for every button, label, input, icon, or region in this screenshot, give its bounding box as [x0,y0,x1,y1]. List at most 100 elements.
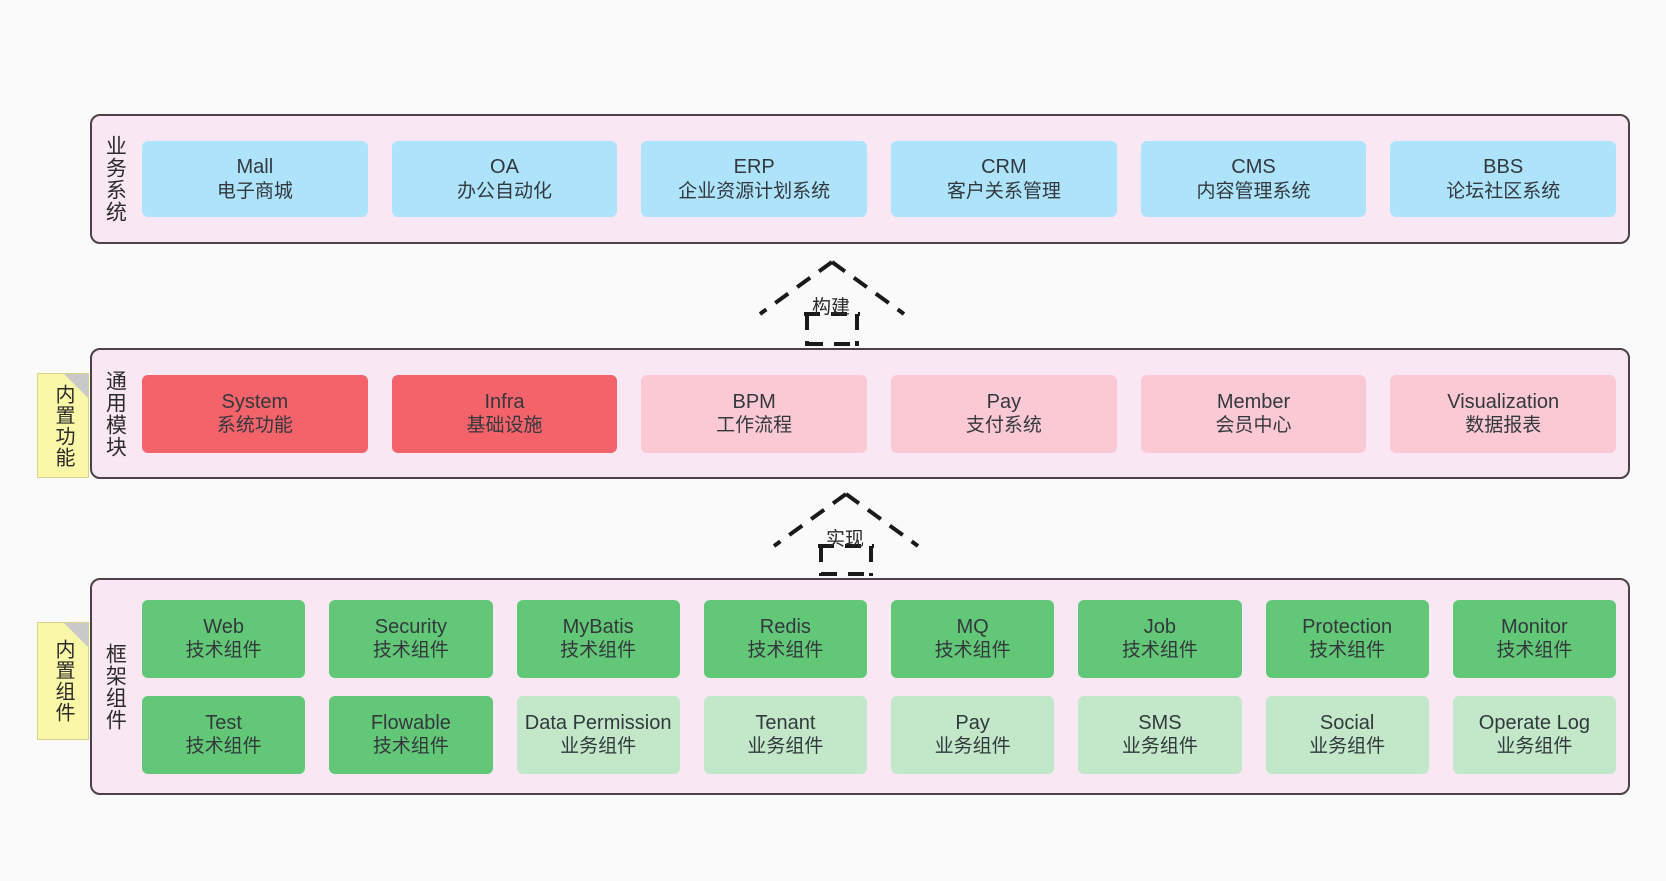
card-social[interactable]: Social 业务组件 [1265,695,1429,774]
card-test[interactable]: Test 技术组件 [142,695,306,774]
card-social-cn: 业务组件 [1309,736,1386,758]
card-pay-module[interactable]: Pay 支付系统 [891,374,1117,453]
card-data-permission-en: Data Permission [524,711,672,734]
card-operate-log[interactable]: Operate Log 业务组件 [1452,695,1616,774]
card-bpm[interactable]: BPM 工作流程 [641,374,868,453]
card-pay-component[interactable]: Pay 业务组件 [891,695,1055,774]
connector-build: 构建 [752,256,912,346]
layer-common-module-title: 通用模块 [103,369,127,458]
card-bbs-en: BBS [1483,156,1524,179]
card-visualization-en: Visualization [1447,390,1560,413]
card-mybatis[interactable]: MyBatis 技术组件 [516,599,680,678]
card-cms[interactable]: CMS 内容管理系统 [1140,141,1367,217]
card-security-en: Security [374,615,447,638]
layer-framework-component: 框架组件 Web 技术组件 Security 技术组件 MyBatis 技术组件… [90,578,1630,795]
layer-business-system: 业务系统 Mall 电子商城 OA 办公自动化 ERP 企业资源计划系统 CRM [90,114,1630,244]
note-builtin-feature-label: 内置功能 [52,383,74,468]
layer-framework-component-body: Web 技术组件 Security 技术组件 MyBatis 技术组件 Redi… [136,580,1628,793]
module-card-row: System 系统功能 Infra 基础设施 BPM 工作流程 Pay 支付系统… [142,374,1617,453]
card-job-cn: 技术组件 [1121,640,1198,662]
business-card-row: Mall 电子商城 OA 办公自动化 ERP 企业资源计划系统 CRM 客户关系… [142,141,1617,217]
card-security-cn: 技术组件 [372,640,449,662]
card-flowable-cn: 技术组件 [372,736,449,758]
framework-tech-row: Web 技术组件 Security 技术组件 MyBatis 技术组件 Redi… [142,599,1616,678]
note-builtin-component-label: 内置组件 [52,639,74,723]
card-bpm-en: BPM [732,390,776,413]
card-erp-en: ERP [733,156,775,179]
card-oa[interactable]: OA 办公自动化 [391,141,618,217]
card-erp[interactable]: ERP 企业资源计划系统 [641,141,868,217]
note-builtin-component: 内置组件 [37,622,89,740]
card-oa-cn: 办公自动化 [457,180,553,202]
card-protection-cn: 技术组件 [1309,640,1386,662]
card-redis-cn: 技术组件 [747,640,824,662]
card-social-en: Social [1319,711,1375,734]
card-web-en: Web [203,615,244,638]
card-operate-log-en: Operate Log [1478,711,1590,734]
card-protection[interactable]: Protection 技术组件 [1265,599,1429,678]
card-bpm-cn: 工作流程 [716,415,793,437]
card-infra[interactable]: Infra 基础设施 [391,374,618,453]
card-operate-log-cn: 业务组件 [1496,736,1573,758]
card-system-en: System [221,390,289,413]
card-test-en: Test [205,711,242,734]
card-erp-cn: 企业资源计划系统 [678,180,831,202]
card-sms-en: SMS [1138,711,1182,734]
card-bbs[interactable]: BBS 论坛社区系统 [1390,141,1617,217]
card-sms[interactable]: SMS 业务组件 [1078,695,1242,774]
card-bbs-cn: 论坛社区系统 [1446,180,1561,202]
connector-implement: 实现 [766,488,926,576]
card-oa-en: OA [490,156,519,179]
card-job[interactable]: Job 技术组件 [1078,599,1242,678]
note-builtin-feature: 内置功能 [37,373,89,478]
card-member-en: Member [1216,390,1291,413]
card-system-cn: 系统功能 [216,415,293,437]
card-web-cn: 技术组件 [185,640,262,662]
card-crm-cn: 客户关系管理 [946,180,1061,202]
card-member[interactable]: Member 会员中心 [1140,374,1367,453]
note-fold-icon [64,623,88,647]
card-mybatis-en: MyBatis [562,615,634,638]
connector-build-label: 构建 [812,297,851,318]
card-mall[interactable]: Mall 电子商城 [142,141,368,217]
card-data-permission-cn: 业务组件 [560,736,637,758]
card-job-en: Job [1143,615,1176,638]
card-crm-en: CRM [981,156,1027,179]
card-cms-en: CMS [1231,156,1276,179]
card-web[interactable]: Web 技术组件 [142,599,306,678]
card-sms-cn: 业务组件 [1121,736,1198,758]
card-tenant-cn: 业务组件 [747,736,824,758]
card-system[interactable]: System 系统功能 [142,374,368,453]
card-infra-en: Infra [484,390,525,413]
card-flowable[interactable]: Flowable 技术组件 [329,695,493,774]
layer-common-module: 通用模块 System 系统功能 Infra 基础设施 BPM 工作流程 Pay [90,348,1630,479]
card-crm[interactable]: CRM 客户关系管理 [891,141,1117,217]
card-redis[interactable]: Redis 技术组件 [703,599,867,678]
card-monitor-en: Monitor [1501,615,1568,638]
card-flowable-en: Flowable [370,711,451,734]
layer-business-system-title: 业务系统 [103,135,127,223]
card-mall-cn: 电子商城 [216,180,293,202]
card-monitor-cn: 技术组件 [1496,640,1573,662]
card-pay-module-en: Pay [986,390,1022,413]
card-infra-cn: 基础设施 [466,415,543,437]
card-mq-cn: 技术组件 [934,640,1011,662]
card-visualization-cn: 数据报表 [1465,415,1542,437]
card-monitor[interactable]: Monitor 技术组件 [1452,599,1616,678]
card-visualization[interactable]: Visualization 数据报表 [1390,374,1617,453]
card-mq-en: MQ [956,615,989,638]
framework-biz-row: Test 技术组件 Flowable 技术组件 Data Permission … [142,695,1616,774]
card-security[interactable]: Security 技术组件 [329,599,493,678]
card-mybatis-cn: 技术组件 [560,640,637,662]
card-pay-component-cn: 业务组件 [934,736,1011,758]
card-data-permission[interactable]: Data Permission 业务组件 [516,695,680,774]
card-pay-module-cn: 支付系统 [965,415,1042,437]
card-test-cn: 技术组件 [185,736,262,758]
card-tenant[interactable]: Tenant 业务组件 [703,695,867,774]
layer-framework-component-title: 框架组件 [103,642,127,731]
connector-implement-arrow [772,492,920,576]
card-tenant-en: Tenant [755,711,816,734]
card-cms-cn: 内容管理系统 [1196,180,1311,202]
card-member-cn: 会员中心 [1215,415,1292,437]
card-mq[interactable]: MQ 技术组件 [891,599,1055,678]
